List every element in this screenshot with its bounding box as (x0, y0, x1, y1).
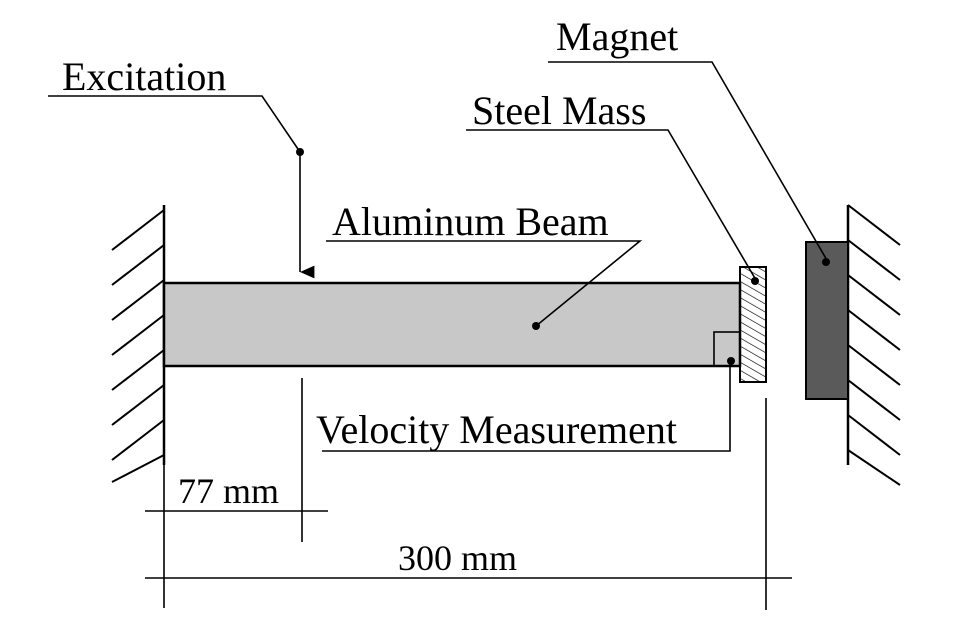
velocity-measurement-label: Velocity Measurement (316, 407, 677, 452)
magnet-callout: Magnet (548, 14, 830, 266)
left-wall-hatching (111, 209, 165, 483)
dimension-300mm: 300 mm (145, 398, 792, 610)
excitation-label: Excitation (62, 54, 226, 99)
magnet (805, 241, 849, 400)
right-wall-hatching (847, 204, 901, 486)
aluminum-beam-callout: Aluminum Beam (326, 199, 643, 330)
steel-mass-callout: Steel Mass (466, 88, 759, 285)
right-wall-support (846, 204, 901, 486)
velocity-measurement-callout: Velocity Measurement (316, 357, 735, 452)
aluminum-beam-label: Aluminum Beam (332, 199, 609, 244)
dimension-77mm: 77 mm (145, 378, 328, 542)
excitation-callout: Excitation (48, 54, 315, 279)
aluminum-beam (162, 281, 742, 368)
dimension-77mm-label: 77 mm (178, 471, 279, 511)
steel-mass-label: Steel Mass (472, 88, 646, 133)
steel-mass (739, 266, 767, 383)
left-wall-support (111, 205, 166, 483)
dimension-300mm-label: 300 mm (398, 538, 517, 578)
magnet-label: Magnet (556, 14, 678, 59)
